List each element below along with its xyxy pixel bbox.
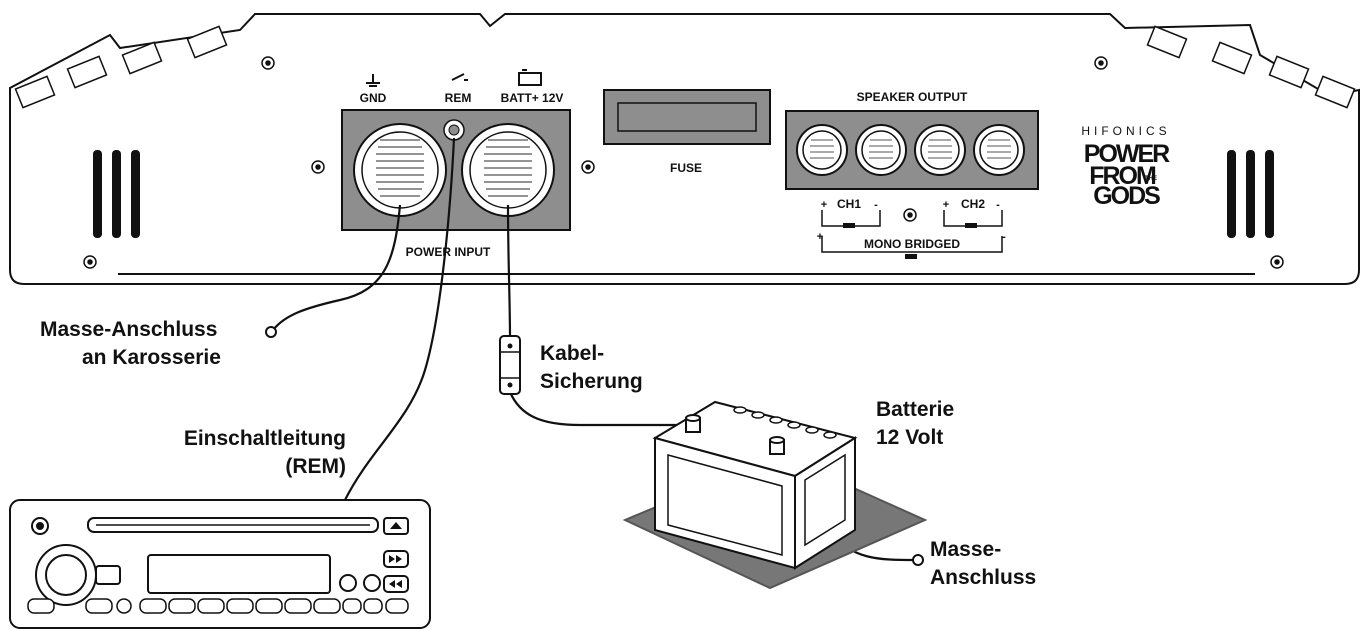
ground-battery-label: Masse- Anschluss [930, 536, 1036, 592]
brand-line2: FROM [1089, 162, 1156, 190]
bridge-markers [843, 223, 977, 259]
brand-maker: HIFONICS [1081, 124, 1170, 138]
battery-terminal-positive [685, 414, 701, 433]
battery-line1: Batterie [876, 398, 955, 421]
bridge-minus: - [1002, 231, 1006, 243]
ch1-label: CH1 [837, 197, 861, 211]
right-cooling-fins [1146, 25, 1356, 109]
mono-bridged-label: MONO BRIDGED [864, 237, 960, 251]
inline-fuse [499, 335, 521, 395]
fuse-holder [603, 89, 771, 145]
remote-label: Einschaltleitung (REM) [146, 425, 346, 481]
brand-logo: HIFONICS POWER FROM THE GODS [1081, 124, 1172, 210]
remote-line2: (REM) [285, 455, 346, 478]
battery [622, 400, 928, 590]
gnd-label: GND [360, 91, 387, 105]
speaker-terminal-4 [973, 124, 1025, 176]
battery-caps [733, 406, 837, 439]
ground-body-line1: Masse-Anschluss [40, 318, 218, 341]
speaker-terminal-3 [914, 124, 966, 176]
batt-wire-lower [508, 391, 693, 427]
gnd-wire [272, 204, 402, 331]
ground-battery-line2: Anschluss [930, 566, 1037, 589]
battery-terminal-negative [769, 436, 785, 455]
rem-label: REM [445, 91, 472, 105]
speaker-output-label: SPEAKER OUTPUT [857, 90, 968, 104]
brand-small: THE [1145, 176, 1157, 182]
speaker-terminal-2 [855, 124, 907, 176]
brand-line3: GODS [1093, 182, 1160, 210]
radio-display [147, 554, 331, 594]
ch2-label: CH2 [961, 197, 985, 211]
rem-terminal [443, 119, 465, 141]
batt-label: BATT+ 12V [501, 91, 564, 105]
battery-label: Batterie 12 Volt [876, 396, 954, 452]
fuse-cable-label: Kabel- Sicherung [540, 340, 643, 396]
right-vent-slots [1227, 150, 1274, 238]
ch2-minus: - [996, 199, 1000, 211]
fuse-cable-line2: Sicherung [540, 370, 643, 393]
battery-symbol-icon [518, 69, 542, 86]
speaker-terminal-1 [796, 124, 848, 176]
brand-line1: POWER [1084, 140, 1170, 168]
batt-wire-upper [506, 204, 512, 339]
battery-line2: 12 Volt [876, 426, 944, 449]
body-ground-point [265, 326, 277, 338]
ch1-plus: + [821, 199, 827, 211]
bridge-plus: + [817, 231, 823, 243]
switch-symbol-icon [451, 73, 468, 81]
power-input-label: POWER INPUT [406, 245, 491, 259]
batt-terminal [461, 123, 555, 217]
left-vent-slots [93, 150, 140, 238]
fuse-label: FUSE [670, 161, 702, 175]
preset-buttons [27, 598, 409, 614]
rem-wire [344, 137, 456, 501]
ground-battery-line1: Masse- [930, 538, 1002, 561]
ch2-plus: + [943, 199, 949, 211]
ground-body-line2: an Karosserie [82, 346, 221, 369]
power-input-panel [341, 109, 571, 231]
remote-line1: Einschaltleitung [183, 427, 346, 450]
battery-ground-point [912, 554, 924, 566]
ground-body-label: Masse-Anschluss an Karosserie [40, 316, 221, 372]
ch1-minus: - [874, 199, 878, 211]
screws [83, 56, 1284, 269]
ground-symbol-icon [366, 74, 380, 87]
battery-side [794, 436, 856, 570]
left-cooling-fins [14, 25, 228, 109]
fuse-cable-line1: Kabel- [540, 342, 605, 365]
car-radio [9, 499, 431, 629]
gnd-terminal [353, 123, 447, 217]
